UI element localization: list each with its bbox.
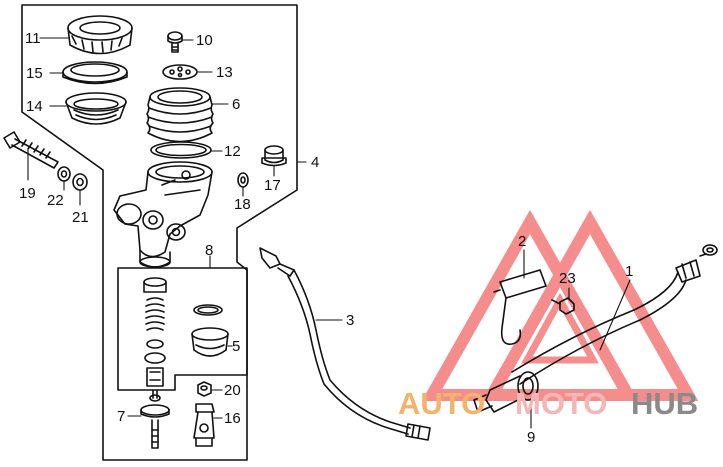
watermark-right-triangle <box>481 209 699 401</box>
part-label-18: 18 <box>234 196 251 213</box>
part-label-13: 13 <box>216 64 233 81</box>
part-label-7: 7 <box>117 408 126 425</box>
bleeder-screw-17 <box>261 145 287 167</box>
part-label-2: 2 <box>518 233 527 250</box>
bolt-19 <box>3 131 59 169</box>
screw-10 <box>167 31 183 53</box>
part-label-20: 20 <box>224 382 241 399</box>
leader-lines <box>27 37 631 429</box>
plate-13 <box>162 64 198 80</box>
banjo-fitting-9 <box>473 371 539 413</box>
bolt-23 <box>551 297 575 315</box>
washer-18 <box>237 172 249 188</box>
part-label-17: 17 <box>264 177 281 194</box>
watermark-text-auto: AUTO <box>398 386 486 421</box>
boot-5 <box>191 304 229 357</box>
piston-spring-assembly <box>143 277 167 387</box>
diaphragm-plate-15 <box>62 61 128 85</box>
part-label-12: 12 <box>224 143 241 160</box>
watermark-text-hub: HUB <box>631 386 699 421</box>
master-cylinder-body <box>113 161 213 268</box>
reservoir-cap-11 <box>67 15 133 55</box>
part-label-19: 19 <box>19 185 36 202</box>
o-ring-12 <box>150 141 212 159</box>
part-label-11: 11 <box>25 30 41 47</box>
part-label-9: 9 <box>527 429 536 446</box>
hose-1 <box>511 244 718 385</box>
part-label-4: 4 <box>311 154 320 171</box>
part-label-21: 21 <box>72 209 89 226</box>
push-rod-7 <box>140 389 170 449</box>
part-label-3: 3 <box>346 312 355 329</box>
part-label-1: 1 <box>625 263 634 280</box>
part-label-22: 22 <box>47 192 64 209</box>
bracket-clamp-2 <box>493 269 547 345</box>
nut-20 <box>197 381 212 397</box>
watermark-text-moto: MOTO <box>515 386 608 421</box>
part-label-15: 15 <box>26 65 43 82</box>
part-label-16: 16 <box>224 410 241 427</box>
hose-3 <box>259 247 431 441</box>
diaphragm-14 <box>65 92 127 125</box>
clevis-16 <box>193 403 215 447</box>
part-label-10: 10 <box>196 32 213 49</box>
part-label-8: 8 <box>205 242 214 259</box>
washer-22 <box>57 166 71 182</box>
subassembly-box-8 <box>117 267 248 391</box>
part-label-14: 14 <box>26 98 43 115</box>
reservoir-boot-6 <box>146 87 214 143</box>
part-label-5: 5 <box>232 338 241 355</box>
part-label-6: 6 <box>232 96 241 113</box>
part-label-23: 23 <box>559 270 576 287</box>
washer-21 <box>72 173 88 191</box>
